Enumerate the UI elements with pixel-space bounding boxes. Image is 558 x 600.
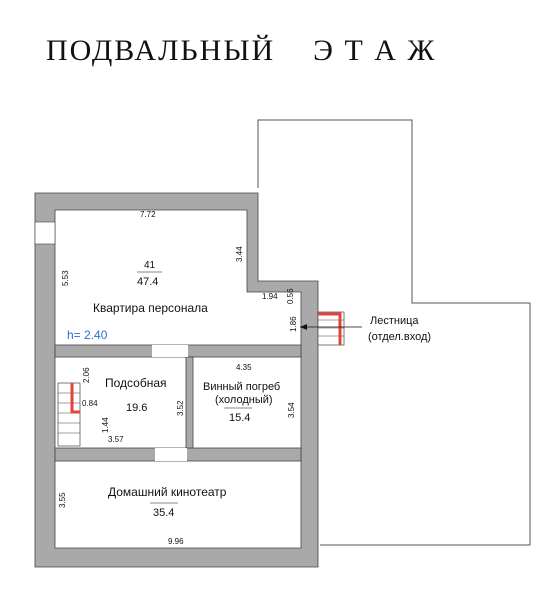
dimension-label: 5.53 xyxy=(61,270,70,286)
room-name: Подсобная xyxy=(105,376,167,390)
dimension-label: 3.54 xyxy=(287,402,296,418)
dimension-label: 3.44 xyxy=(235,246,244,262)
room-area: 15.4 xyxy=(229,412,250,424)
dimension-label: 7.72 xyxy=(140,210,156,219)
room-name: Винный погреб xyxy=(203,381,280,393)
external-stair xyxy=(317,311,345,346)
outer-walls xyxy=(34,192,319,568)
room-area: 19.6 xyxy=(126,402,147,414)
door-opening xyxy=(152,345,188,357)
room-name-note: (холодный) xyxy=(215,394,273,406)
dimension-label: 3.57 xyxy=(108,435,124,444)
dimension-label: 3.55 xyxy=(58,492,67,508)
room-area: 47.4 xyxy=(137,276,158,288)
dimension-label: 1.94 xyxy=(262,292,278,301)
dimension-label: 3.52 xyxy=(176,400,185,416)
dimension-label: 1.44 xyxy=(101,417,110,433)
ceiling-height: h= 2.40 xyxy=(67,328,108,342)
dimension-label: 0.84 xyxy=(82,399,98,408)
utility-stair xyxy=(57,382,81,447)
stair-label-line2: (отдел.вход) xyxy=(368,331,431,343)
stair-arrow xyxy=(300,324,362,330)
upper-floor-outline xyxy=(257,119,531,546)
page-title: ПОДВАЛЬНЫЙ Э Т А Ж xyxy=(46,34,437,67)
dimension-label: 2.06 xyxy=(82,367,91,383)
room-number: 41 xyxy=(144,260,156,271)
dimension-label: 9.96 xyxy=(168,537,184,546)
partition-wall-middle xyxy=(185,356,194,449)
stair-label-line1: Лестница xyxy=(370,315,419,327)
dimension-label: 0.56 xyxy=(286,288,295,304)
dimension-label: 1.86 xyxy=(289,316,298,332)
dimension-label: 4.35 xyxy=(236,363,252,372)
room-name: Квартира персонала xyxy=(93,301,208,315)
room-area: 35.4 xyxy=(153,507,174,519)
door-opening xyxy=(155,448,187,461)
room-name: Домашний кинотеатр xyxy=(108,485,227,499)
window-opening xyxy=(34,221,56,245)
